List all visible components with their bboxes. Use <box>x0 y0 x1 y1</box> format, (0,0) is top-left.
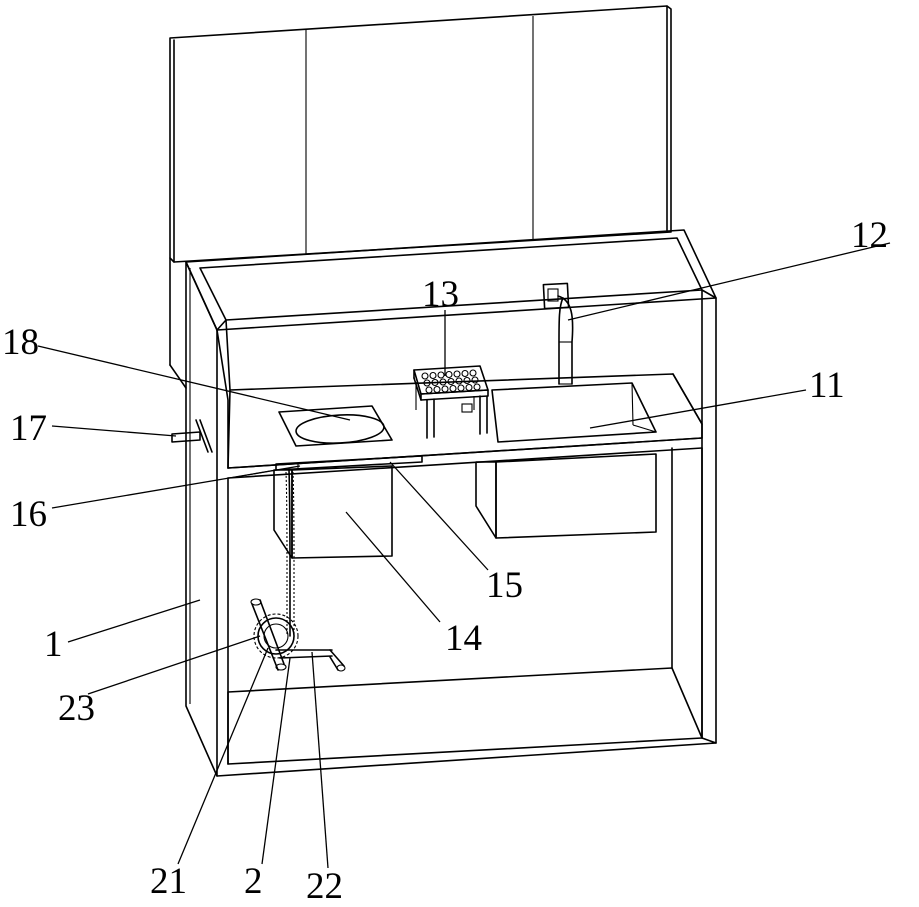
gear <box>254 614 298 658</box>
label-2: 2 <box>244 861 263 902</box>
label-17: 17 <box>10 408 47 449</box>
label-23: 23 <box>58 688 95 729</box>
shaft <box>251 599 286 670</box>
leader-lines <box>38 243 890 868</box>
round-basin <box>279 406 392 446</box>
label-14: 14 <box>445 618 482 659</box>
label-1: 1 <box>44 624 63 665</box>
back-panel <box>170 6 671 388</box>
label-15: 15 <box>486 565 523 606</box>
label-12: 12 <box>851 215 888 256</box>
side-pipe <box>172 420 212 452</box>
label-13: 13 <box>422 274 459 315</box>
faucet <box>543 283 572 384</box>
perforated-rack <box>414 366 488 438</box>
label-18: 18 <box>2 322 39 363</box>
drawer-box <box>476 454 656 538</box>
label-22: 22 <box>306 866 343 907</box>
label-16: 16 <box>10 494 47 535</box>
sink-basin <box>492 383 656 442</box>
label-11: 11 <box>809 365 845 406</box>
label-21: 21 <box>150 861 187 902</box>
